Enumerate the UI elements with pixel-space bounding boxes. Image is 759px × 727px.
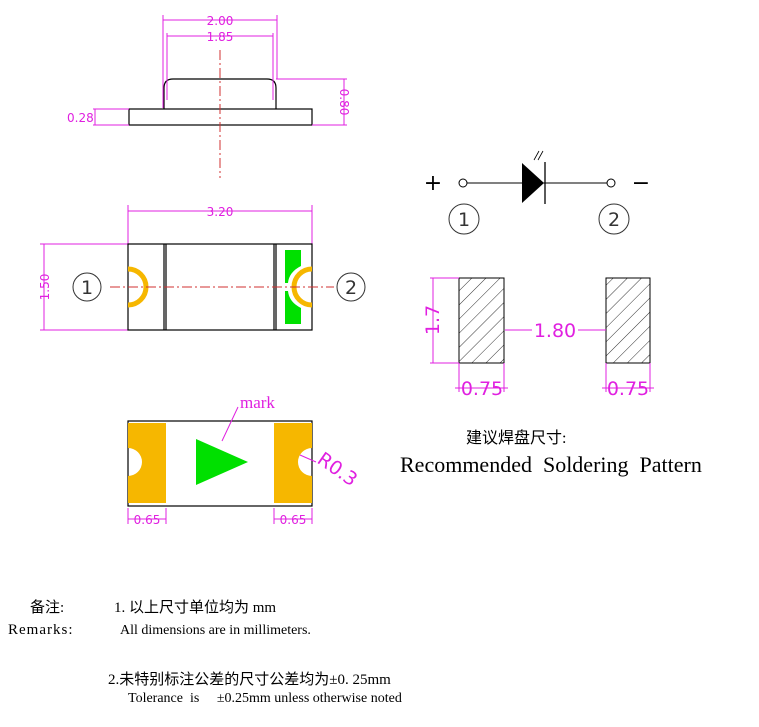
pin1-label: 1 (81, 277, 93, 299)
polarity-mark-triangle (196, 439, 248, 485)
note1-cn: 1. 以上尺寸单位均为 mm (114, 600, 277, 616)
dim-radius: R0.3 (313, 448, 361, 491)
dim-width-outer: 2.00 (207, 14, 234, 28)
dim-base-height: 0.28 (67, 111, 94, 125)
dim-total-height: 0.80 (337, 89, 351, 116)
dim-pad-gap: 1.80 (534, 320, 576, 342)
dim-width-inner: 1.85 (207, 30, 234, 44)
dim-pad-right: 0.65 (280, 513, 307, 527)
remarks-label-cn: 备注: (30, 600, 65, 616)
led-symbol: + − 1 2 (424, 150, 650, 235)
mark-label: mark (240, 393, 275, 412)
dim-pad-right-width: 0.75 (607, 378, 649, 400)
bottom-body (127, 420, 313, 507)
chip-pad-green (285, 250, 301, 324)
note2-cn: 2.未特别标注公差的尺寸公差均为±0. 25mm (108, 672, 391, 688)
dim-pad-left: 0.65 (134, 513, 161, 527)
pattern-title-cn: 建议焊盘尺寸: (466, 428, 566, 447)
side-dome (163, 78, 277, 109)
remarks-label-en: Remarks: (8, 622, 74, 638)
dim-pad-left-width: 0.75 (461, 378, 503, 400)
side-view: 2.00 1.85 0.28 0.80 (67, 14, 351, 178)
dim-length: 3.20 (207, 205, 234, 219)
dim-width: 1.50 (38, 274, 52, 301)
pin2-marker (336, 272, 366, 302)
dim-pad-height: 1.7 (422, 305, 444, 335)
symbol-pin1: 1 (458, 209, 470, 231)
diode-triangle (522, 163, 544, 203)
pin2-label: 2 (345, 277, 357, 299)
solder-pad-left (458, 277, 505, 364)
note1-en: All dimensions are in millimeters. (120, 623, 311, 638)
bottom-view: mark R0.3 0.65 0.65 (127, 393, 361, 527)
pin1-marker (72, 272, 102, 302)
top-view: 3.20 1.50 1 2 (38, 205, 366, 331)
soldering-pattern: 1.7 1.80 0.75 0.75 建议焊盘尺寸: Recommended S… (400, 277, 702, 477)
symbol-pin2: 2 (608, 209, 620, 231)
pad-right (274, 423, 312, 503)
pattern-title-en: Recommended Soldering Pattern (400, 452, 702, 477)
note2-en: Tolerance is ±0.25mm unless otherwise no… (128, 691, 402, 706)
plus-sign: + (424, 171, 442, 196)
minus-sign: − (632, 171, 650, 196)
pad-left (128, 423, 166, 503)
solder-pad-right (605, 277, 651, 364)
